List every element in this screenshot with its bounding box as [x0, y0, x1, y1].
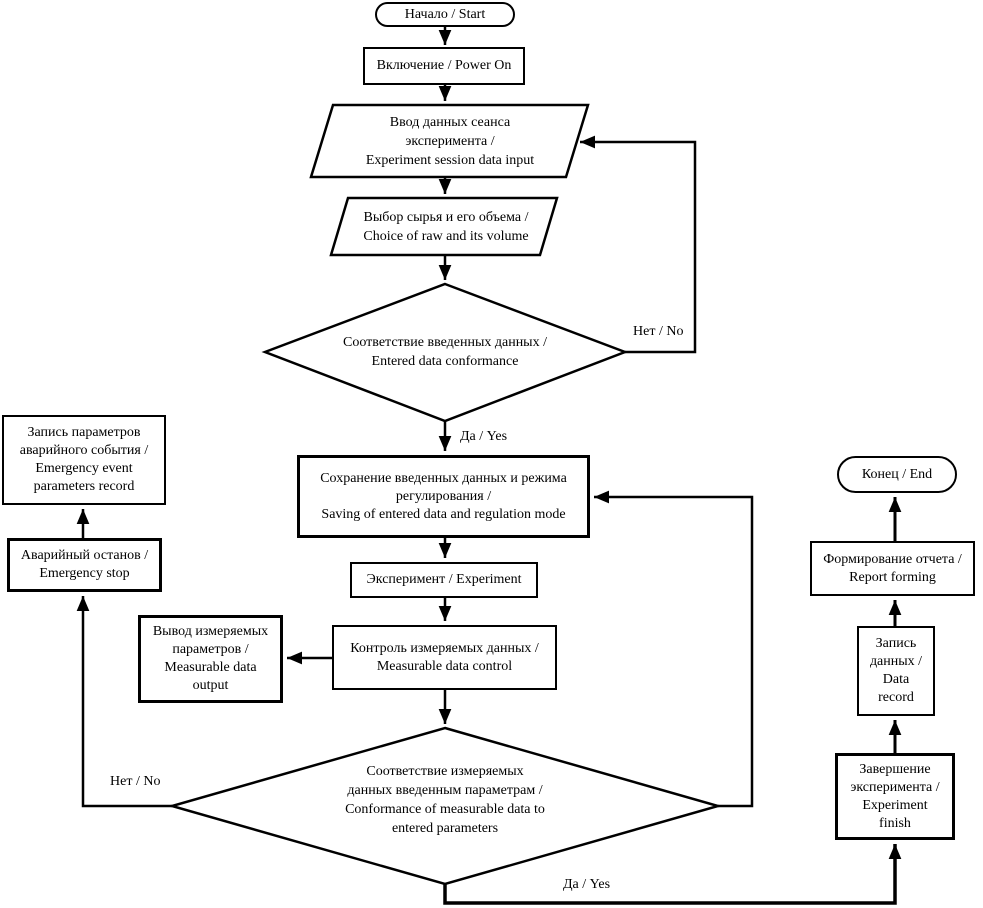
node-experiment: Эксперимент / Experiment [350, 562, 538, 598]
node-start: Начало / Start [375, 2, 515, 27]
edge-no-to-emergency-stop [76, 596, 172, 808]
edge-yes-to-finish [443, 844, 902, 905]
node-data-record: Запись данных / Data record [857, 626, 935, 716]
node-data-control: Контроль измеряемых данных / Measurable … [332, 625, 557, 690]
node-emergency-stop-label: Аварийный останов / Emergency stop [20, 548, 149, 581]
edge-label-no-top: Нет / No [633, 324, 684, 339]
node-data-output: Вывод измеряемых параметров / Measurable… [138, 615, 283, 703]
node-report-forming: Формирование отчета / Report forming [810, 541, 975, 596]
node-report-forming-label: Формирование отчета / Report forming [823, 551, 962, 585]
edge-label-yes-bottom: Да / Yes [563, 877, 611, 892]
node-measured-conformance-label: Соответствие измеряемых данных введенным… [345, 764, 545, 836]
node-emergency-stop: Аварийный останов / Emergency stop [7, 538, 162, 592]
edge-loop-to-save [594, 490, 754, 808]
node-experiment-label: Эксперимент / Experiment [366, 572, 522, 587]
parallelogram-session-input [309, 103, 590, 179]
node-experiment-finish-label: Завершение эксперимента / Experiment fin… [850, 761, 940, 831]
node-save-data: Сохранение введенных данных и режима рег… [297, 455, 590, 538]
parallelogram-raw-choice [329, 196, 559, 257]
edge-label-no-bottom: Нет / No [110, 774, 161, 789]
node-save-data-label: Сохранение введенных данных и режима рег… [320, 470, 567, 522]
node-emergency-record-label: Запись параметров аварийного события / E… [19, 425, 149, 494]
node-entered-conformance-label: Соответствие введенных данных / Entered … [343, 335, 547, 369]
node-data-output-label: Вывод измеряемых параметров / Measurable… [152, 624, 269, 693]
edge-no-to-session-input [580, 135, 697, 354]
node-raw-choice-label: Выбор сырья и его объема / Choice of raw… [363, 209, 529, 244]
node-start-label: Начало / Start [404, 6, 486, 22]
edge-label-yes-top: Да / Yes [460, 429, 508, 444]
node-experiment-finish: Завершение эксперимента / Experiment fin… [835, 753, 955, 840]
node-end: Конец / End [837, 456, 957, 493]
node-power-on: Включение / Power On [363, 47, 525, 85]
node-session-input-label: Ввод данных сеанса эксперимента / Experi… [365, 114, 535, 168]
node-end-label: Конец / End [861, 466, 933, 482]
node-data-record-label: Запись данных / Data record [869, 636, 923, 705]
node-emergency-record: Запись параметров аварийного события / E… [2, 415, 166, 505]
node-data-control-label: Контроль измеряемых данных / Measurable … [350, 640, 539, 674]
node-power-on-label: Включение / Power On [376, 58, 512, 73]
